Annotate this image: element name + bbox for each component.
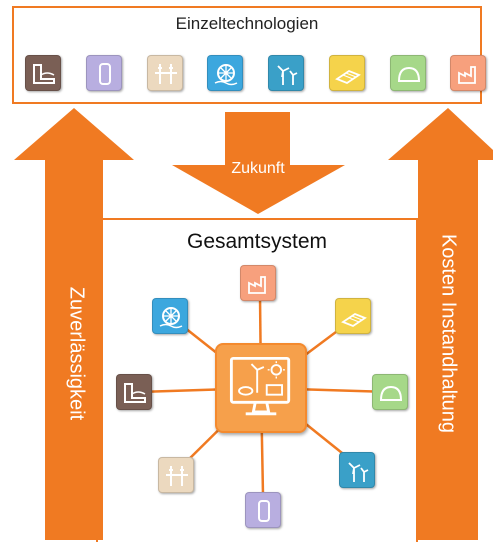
future-arrow (172, 112, 345, 214)
storage-tank-icon (258, 500, 270, 522)
industrial-plant-icon (458, 66, 476, 84)
industrial-plant-icon (248, 276, 266, 294)
solar-panel-node (335, 298, 371, 334)
solar-panel-icon (341, 312, 367, 328)
hydro-dam-node (116, 374, 152, 410)
storage-tank-tile (86, 55, 122, 91)
biogas-dome-icon (379, 385, 403, 401)
wind-turbine-node (339, 452, 375, 488)
water-wheel-icon (214, 64, 238, 86)
wind-turbine-icon (348, 462, 369, 482)
hydro-dam-tile (25, 55, 61, 91)
individual-technologies-title: Einzeltechnologien (175, 14, 319, 33)
water-wheel-icon (159, 307, 183, 329)
water-wheel-tile (207, 55, 243, 91)
solar-panel-tile (329, 55, 365, 91)
costs-maintenance-arrow (388, 108, 493, 540)
wind-turbine-icon (277, 65, 298, 85)
biogas-dome-node (372, 374, 408, 410)
reliability-arrow (14, 108, 134, 540)
storage-tank-icon (99, 63, 111, 85)
control-center-icon (229, 356, 291, 416)
industrial-plant-node (240, 265, 276, 301)
solar-panel-icon (335, 69, 361, 85)
costs-maintenance-label: Kosten Instandhaltung (437, 233, 460, 434)
storage-tank-node (245, 492, 281, 528)
power-line-node (158, 457, 194, 493)
power-line-icon (166, 466, 188, 486)
hydro-dam-icon (124, 383, 146, 403)
power-line-icon (155, 64, 177, 84)
future-label: Zukunft (231, 160, 285, 177)
biogas-dome-tile (390, 55, 426, 91)
wind-turbine-tile (268, 55, 304, 91)
biogas-dome-icon (397, 66, 421, 82)
industrial-plant-tile (450, 55, 486, 91)
water-wheel-node (152, 298, 188, 334)
overall-system-title: Gesamtsystem (186, 230, 328, 253)
reliability-label: Zuverlässigkeit (65, 286, 88, 421)
power-line-tile (147, 55, 183, 91)
control-center-hub (215, 343, 307, 433)
hydro-dam-icon (33, 64, 55, 84)
